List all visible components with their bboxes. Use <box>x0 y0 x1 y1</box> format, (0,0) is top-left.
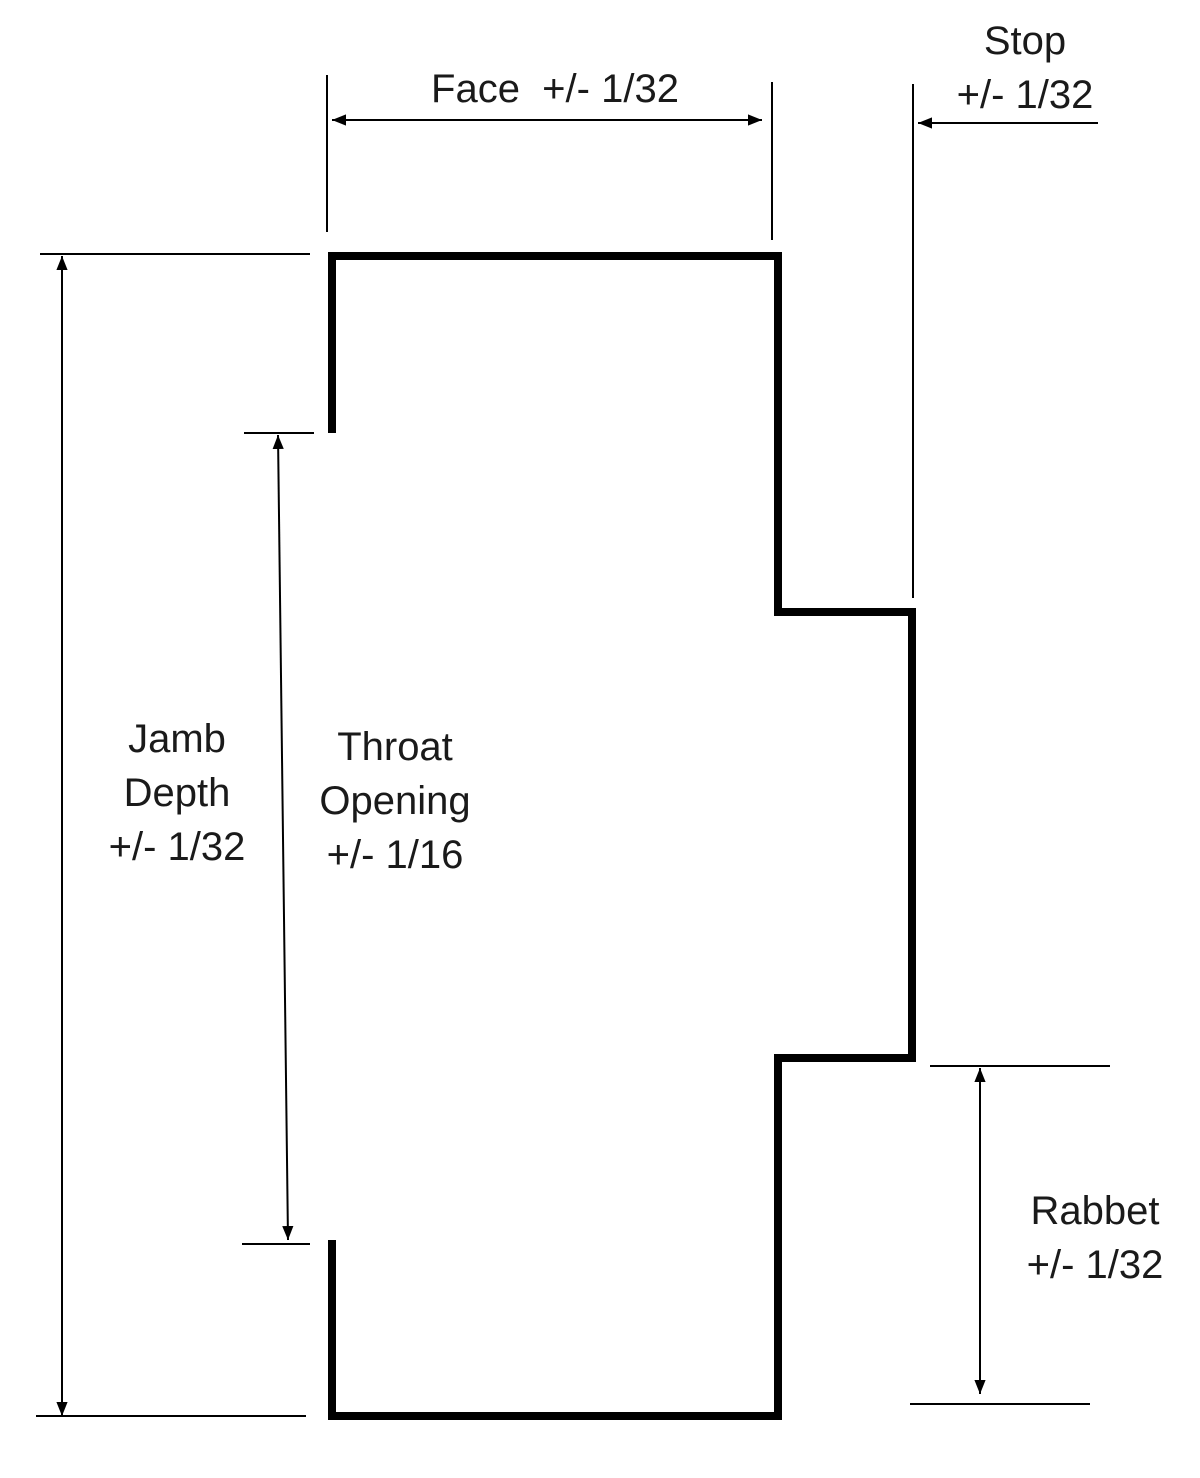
stop-label-name: Stop <box>983 19 1067 63</box>
throat-opening-label-line1: Throat <box>337 725 453 769</box>
rabbet-label-name: Rabbet <box>1030 1189 1160 1233</box>
stop-label: Stop +/- 1/32 <box>930 14 1120 122</box>
jamb-depth-label-line1: Jamb <box>128 717 226 761</box>
rabbet-label-tolerance: +/- 1/32 <box>1026 1243 1164 1287</box>
face-label: Face +/- 1/32 <box>420 62 690 116</box>
throat-opening-label-line2: Opening <box>319 779 471 823</box>
face-label-text: Face +/- 1/32 <box>431 67 679 111</box>
jamb-depth-label-tolerance: +/- 1/32 <box>108 825 246 869</box>
throat-opening-label: Throat Opening +/- 1/16 <box>300 720 490 882</box>
rabbet-label: Rabbet +/- 1/32 <box>1000 1184 1190 1292</box>
jamb-depth-label-line2: Depth <box>123 771 231 815</box>
throat-opening-dimension-arrow <box>272 434 294 1241</box>
frame-profile-outline <box>328 252 916 1420</box>
jamb-depth-label: Jamb Depth +/- 1/32 <box>82 712 272 874</box>
stop-label-tolerance: +/- 1/32 <box>956 73 1094 117</box>
throat-opening-label-tolerance: +/- 1/16 <box>326 833 464 877</box>
